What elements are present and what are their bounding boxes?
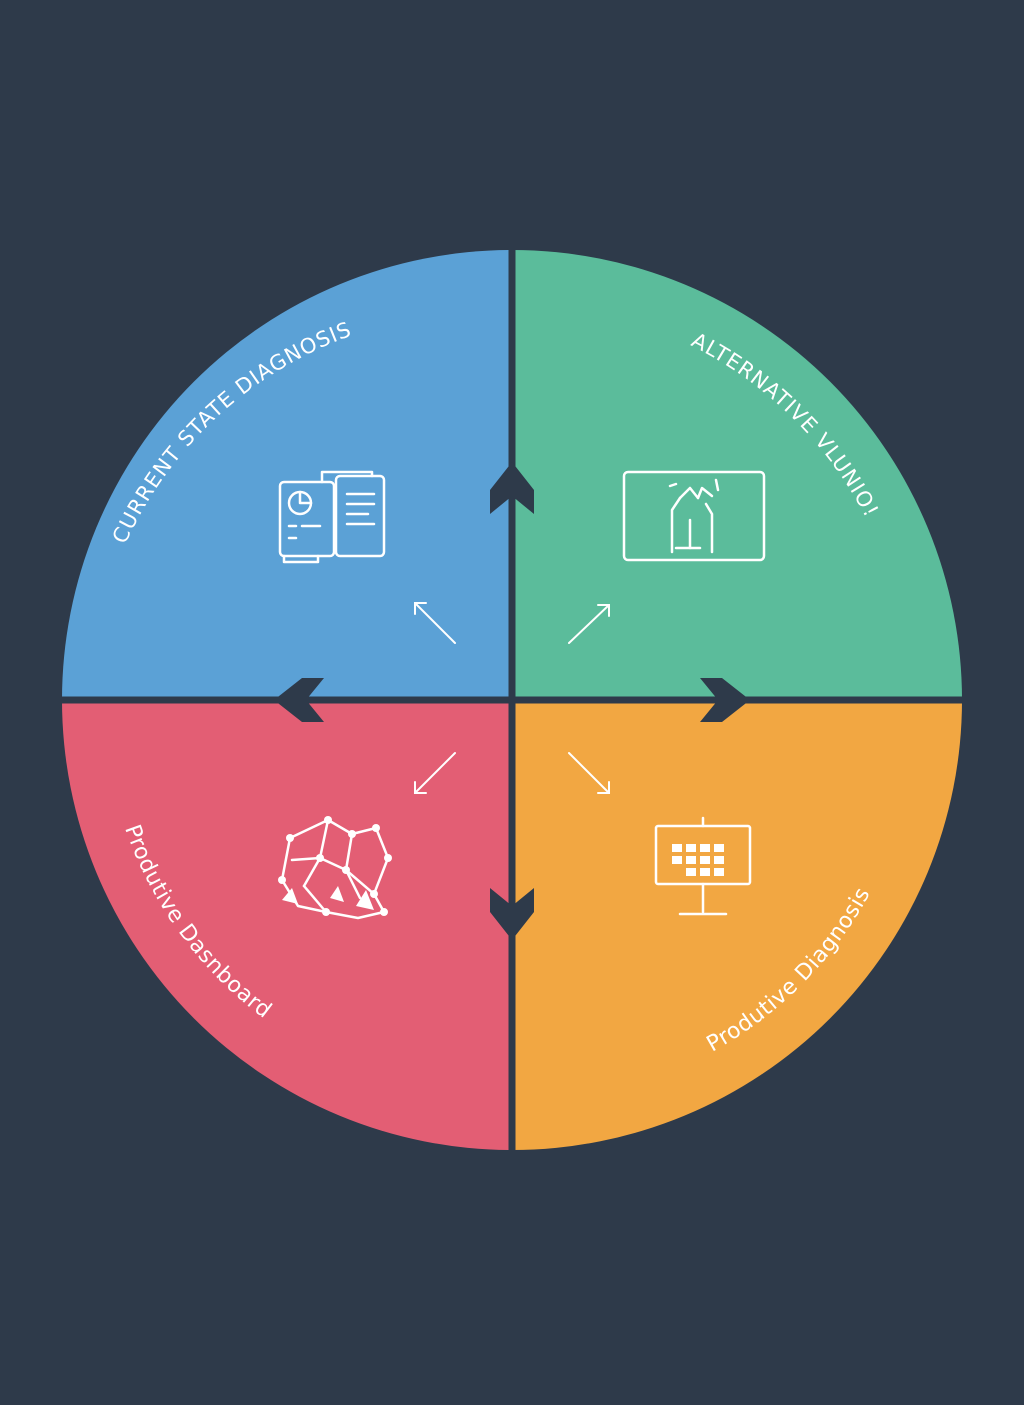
small-arrow-downleft-icon (414, 752, 456, 794)
network-nodes-icon (278, 816, 392, 920)
arrow-left-icon (274, 678, 324, 722)
small-arrow-upright-icon (568, 604, 610, 644)
monitor-figure-icon (622, 470, 766, 562)
arrow-up-icon (490, 462, 534, 514)
report-dashboard-icon (278, 470, 386, 564)
quadrant-top-right (512, 250, 962, 700)
small-arrow-downright-icon (568, 752, 610, 794)
quadrant-top-left (62, 250, 512, 700)
arrow-down-icon (490, 888, 534, 940)
arrow-right-icon (700, 678, 750, 722)
quadrant-bottom-left (62, 700, 512, 1150)
quadrant-bottom-right (512, 700, 962, 1150)
presentation-board-icon (654, 816, 752, 916)
small-arrow-upleft-icon (414, 602, 456, 644)
